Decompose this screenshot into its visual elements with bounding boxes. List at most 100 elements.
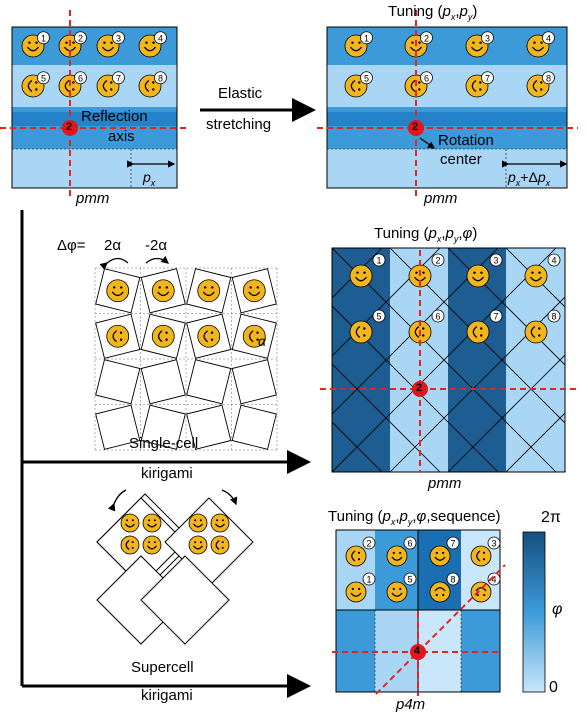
smiley-face-icon — [429, 581, 451, 603]
cell-number-badge: 7 — [446, 536, 460, 550]
smiley-face-icon — [349, 264, 373, 288]
rotation-arrow-icon — [107, 489, 127, 512]
panel-d-rotation-center-marker — [412, 381, 428, 397]
panel-f-title: Tuning (px,py,φ,sequence) — [328, 508, 501, 527]
svg-text:6: 6 — [78, 73, 83, 83]
cell-number-badge: 4 — [487, 572, 501, 586]
svg-text:5: 5 — [407, 575, 412, 585]
panel-f-rotation-center-marker — [410, 644, 426, 660]
panel-d-title: Tuning (px,py,φ) — [374, 225, 478, 244]
svg-text:8: 8 — [158, 73, 163, 83]
svg-text:6: 6 — [435, 312, 440, 322]
cell-number-badge: 3 — [481, 31, 494, 45]
svg-text:6: 6 — [424, 73, 429, 83]
cell-number-badge: 6 — [431, 309, 445, 323]
panel-d-axis-order-marker: 2 — [416, 382, 423, 394]
smiley-face-icon — [120, 535, 140, 555]
svg-text:1: 1 — [376, 256, 381, 266]
panel-b-rotation-center-marker — [408, 120, 424, 136]
svg-text:4: 4 — [491, 575, 496, 585]
panel-f-axis-order-marker: 4 — [414, 645, 421, 657]
panel-d-diamond-grid — [332, 248, 565, 472]
cell-number-badge: 2 — [431, 253, 445, 267]
cell-number-badge: 7 — [489, 309, 503, 323]
smiley-face-icon — [470, 581, 492, 603]
svg-text:7: 7 — [116, 73, 121, 83]
svg-text:1: 1 — [366, 575, 371, 585]
cell-number-badge: 8 — [547, 309, 561, 323]
cell-number-badge: 4 — [547, 253, 561, 267]
cell-number-badge: 3 — [489, 253, 503, 267]
svg-text:8: 8 — [546, 73, 551, 83]
cell-number-badge: 8 — [154, 71, 167, 85]
colorbar-axis-label: φ — [552, 601, 563, 618]
colorbar-max-label: 2π — [541, 509, 561, 526]
panel-d-group-label: pmm — [428, 475, 462, 492]
svg-text:2: 2 — [78, 33, 83, 43]
smiley-face-icon — [524, 320, 548, 344]
panel-a-group-label: pmm — [76, 190, 110, 207]
cell-number-badge: 4 — [542, 31, 555, 45]
panel-b-title: Tuning (px,py) — [388, 3, 478, 22]
svg-text:1: 1 — [41, 33, 46, 43]
smiley-face-icon — [242, 279, 266, 303]
delta-phi-label: Δφ= — [57, 237, 86, 254]
cell-number-badge: 1 — [362, 572, 376, 586]
smiley-face-icon — [349, 320, 373, 344]
panel-f-reflection-axis-diagonal — [375, 564, 506, 695]
svg-text:2: 2 — [366, 539, 371, 549]
smiley-face-icon — [466, 320, 490, 344]
svg-text:4: 4 — [546, 33, 551, 43]
elastic-label: Elastic — [218, 85, 263, 102]
smiley-face-icon — [120, 513, 140, 533]
cell-number-badge: 6 — [74, 71, 87, 85]
smiley-face-icon — [466, 264, 490, 288]
cell-number-badge: 8 — [542, 71, 555, 85]
panel-b-center-label: center — [440, 151, 482, 168]
rotation-arrow-icon — [145, 255, 170, 264]
rotation-arrow-icon — [221, 489, 238, 506]
svg-text:2: 2 — [435, 256, 440, 266]
smiley-face-icon — [386, 581, 408, 603]
single-cell-caption: Single-cell — [129, 435, 199, 452]
svg-text:7: 7 — [450, 539, 455, 549]
supercell-caption: Supercell — [131, 659, 194, 676]
angle-pos-label: 2α — [104, 237, 122, 254]
single-cell-kirigami-caption: kirigami — [141, 465, 193, 482]
panel-e-smileys — [120, 513, 230, 555]
smiley-face-icon — [429, 545, 451, 567]
svg-text:7: 7 — [485, 73, 490, 83]
svg-text:1: 1 — [364, 33, 369, 43]
smiley-face-icon — [106, 324, 130, 348]
panel-b-rotation-pointer-arrow — [419, 137, 435, 149]
smiley-face-icon — [197, 279, 221, 303]
panel-e-kirigami — [96, 493, 254, 645]
cell-number-badge: 6 — [403, 536, 417, 550]
panel-b-smileys: 1 2 3 4 5 6 7 8 — [344, 31, 555, 98]
svg-text:2: 2 — [424, 33, 429, 43]
alpha-label: α — [258, 333, 266, 349]
smiley-face-icon — [210, 535, 230, 555]
cell-number-badge: 2 — [74, 31, 87, 45]
cell-number-badge: 1 — [37, 31, 50, 45]
svg-text:3: 3 — [485, 33, 490, 43]
panel-c-kirigami — [94, 267, 278, 451]
svg-text:7: 7 — [493, 312, 498, 322]
cell-number-badge: 2 — [420, 31, 433, 45]
panel-f-group-label: p4m — [396, 696, 426, 713]
smiley-face-icon — [345, 545, 367, 567]
angle-neg-label: -2α — [145, 237, 168, 254]
panel-d-border — [331, 247, 566, 473]
smiley-face-icon — [524, 264, 548, 288]
colorbar — [522, 531, 546, 693]
smiley-face-icon — [142, 535, 162, 555]
smiley-face-icon — [197, 324, 221, 348]
cell-number-badge: 7 — [112, 71, 125, 85]
cell-number-badge: 3 — [487, 536, 501, 550]
cell-number-badge: 1 — [372, 253, 386, 267]
cell-number-badge: 5 — [360, 71, 373, 85]
smiley-face-icon — [345, 581, 367, 603]
